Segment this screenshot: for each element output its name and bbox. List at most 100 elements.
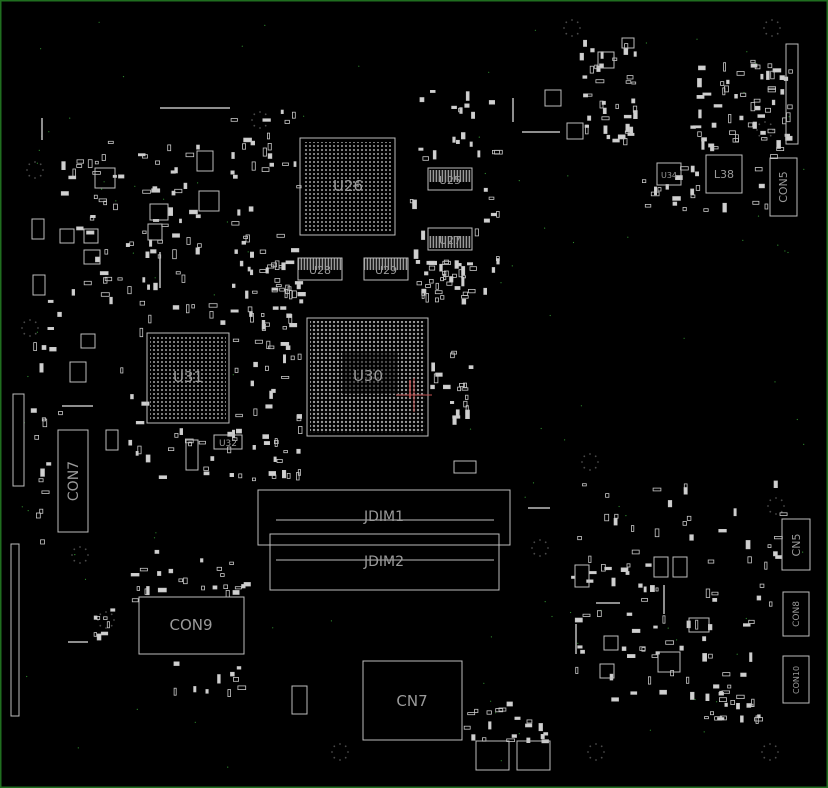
passive-component <box>747 122 754 128</box>
passive-component <box>87 159 93 168</box>
passive-component <box>281 375 290 379</box>
chip-bottom-1[interactable] <box>475 740 510 771</box>
passive-component <box>231 152 235 159</box>
passive-component <box>705 588 711 598</box>
passive-component <box>770 70 775 80</box>
chip-u27[interactable]: U27 <box>427 227 473 251</box>
passive-component <box>577 536 582 541</box>
fiducial-dot <box>579 27 581 29</box>
fiducial-dot <box>99 624 102 627</box>
passive-component <box>440 295 445 300</box>
via-dot <box>136 708 138 711</box>
dimm-slot-jdim1[interactable]: JDIM1 <box>257 489 511 546</box>
fiducial-dot <box>776 32 779 35</box>
passive-component <box>604 513 610 522</box>
chip-u29[interactable]: U29 <box>363 257 409 281</box>
passive-component <box>58 410 63 416</box>
passive-component <box>752 200 760 205</box>
connector-cn5[interactable]: CN5 <box>781 518 811 571</box>
passive-component <box>175 271 181 275</box>
passive-component <box>276 233 285 238</box>
fiducial-dot <box>769 759 771 761</box>
passive-component <box>294 281 304 285</box>
passive-component <box>713 104 723 108</box>
chip-u28[interactable]: U28 <box>297 257 343 281</box>
passive-component <box>99 271 109 276</box>
passive-component <box>155 160 160 165</box>
connector-con9[interactable]: CON9 <box>138 596 245 655</box>
fiducial-dot <box>39 174 42 177</box>
chip-u35[interactable] <box>291 685 308 715</box>
fiducial-dot <box>110 624 113 627</box>
fiducial-dot <box>23 321 26 324</box>
passive-component <box>450 352 455 359</box>
connector-con5[interactable]: CON5 <box>769 157 798 217</box>
passive-component <box>430 384 435 390</box>
connector-con10[interactable]: CON10 <box>782 655 810 704</box>
chip-u32[interactable]: U32 <box>213 434 243 450</box>
inductor-l38[interactable]: L38 <box>705 154 743 194</box>
fiducial-dot <box>769 134 772 137</box>
passive-component <box>486 710 492 715</box>
fiducial-dot <box>565 32 568 35</box>
passive-component <box>416 281 422 286</box>
via-dot <box>48 131 50 133</box>
passive-component <box>103 616 108 620</box>
passive-component <box>454 260 459 269</box>
passive-component <box>463 725 471 730</box>
passive-component <box>713 684 720 689</box>
label-con7: CON7 <box>66 461 82 501</box>
connector-con8[interactable]: CON8 <box>782 591 810 637</box>
passive-component <box>483 218 490 223</box>
label-u29: U29 <box>375 264 397 277</box>
fiducial-dot <box>105 611 107 613</box>
passive-component <box>39 508 44 514</box>
via-dot <box>69 117 71 119</box>
passive-component <box>227 431 233 437</box>
connector-top-right-strip[interactable] <box>785 43 799 145</box>
passive-component <box>452 136 456 143</box>
chip-u34[interactable]: U34 <box>656 162 682 186</box>
passive-component <box>230 671 235 677</box>
passive-component <box>94 160 99 165</box>
passive-component <box>623 48 629 55</box>
passive-component <box>173 687 177 696</box>
connector-left-upper[interactable] <box>12 393 25 487</box>
passive-component <box>186 237 191 245</box>
chip-bottom-2[interactable] <box>516 740 551 771</box>
passive-component <box>696 95 705 99</box>
passive-component <box>418 147 424 151</box>
dimm-slot-jdim2[interactable]: JDIM2 <box>269 533 500 591</box>
via-dot <box>649 729 652 731</box>
passive-component <box>299 299 304 304</box>
connector-cn7[interactable]: CN7 <box>362 660 463 741</box>
chip-u26[interactable]: U26 <box>299 137 396 236</box>
fiducial-dot <box>333 756 336 759</box>
passive-component <box>296 185 302 189</box>
passive-component <box>41 490 50 494</box>
fiducial-dot <box>29 335 31 337</box>
fiducial-dot <box>769 499 772 502</box>
fiducial-dot <box>79 562 81 564</box>
passive-component <box>467 288 476 294</box>
passive-component <box>718 692 724 696</box>
passive-component <box>145 454 151 463</box>
chip-u30[interactable]: U30 <box>306 317 432 437</box>
passive-component <box>457 386 462 392</box>
passive-component <box>235 413 243 418</box>
passive-component <box>263 441 270 445</box>
passive-component <box>96 633 102 641</box>
passive-component <box>137 153 146 157</box>
chip-u31[interactable]: U31 <box>146 332 230 424</box>
via-dot <box>745 617 747 620</box>
via-dot <box>683 337 685 339</box>
passive-component <box>765 107 772 113</box>
passive-component <box>711 591 719 596</box>
passive-component <box>232 338 240 342</box>
fiducial-dot <box>576 21 579 24</box>
via-dot <box>153 537 156 539</box>
passive-component <box>540 734 545 740</box>
connector-left-lower[interactable] <box>10 543 20 717</box>
chip-u25[interactable]: U25 <box>427 167 473 191</box>
connector-con7[interactable]: CON7 <box>57 429 89 533</box>
